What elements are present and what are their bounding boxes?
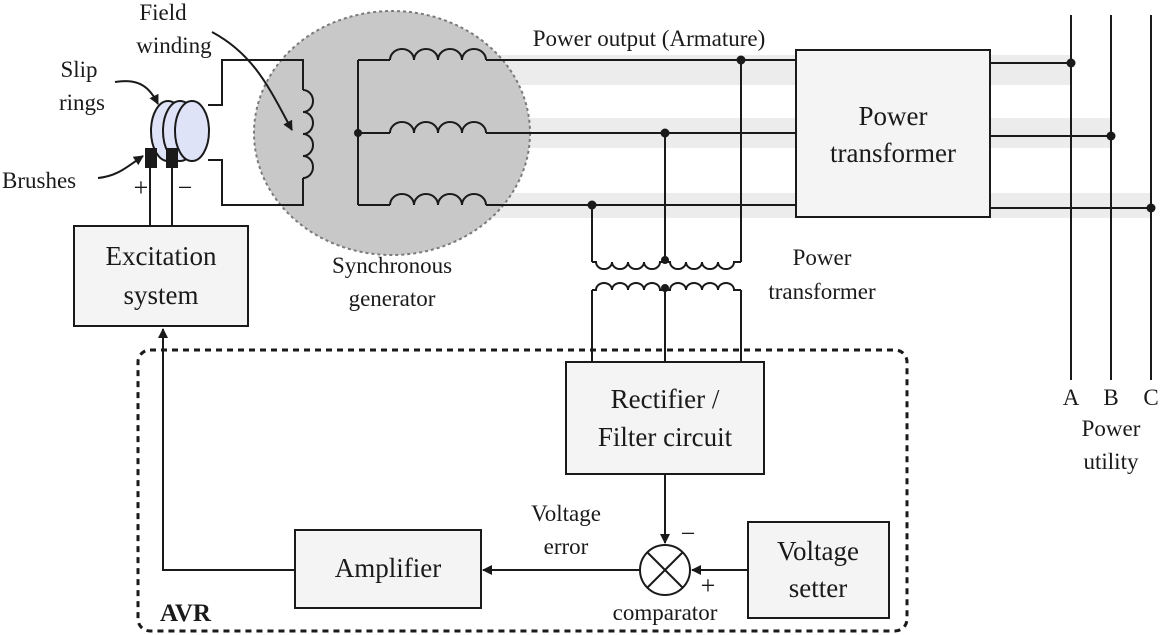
field-winding-coil [302, 89, 314, 179]
amplifier-to-excitation-arrow [158, 328, 295, 571]
voltage-setter-box [747, 521, 890, 619]
phase-b-label: B [1103, 385, 1118, 410]
brushes-label: Brushes [2, 168, 76, 193]
excitation-system-box [73, 225, 249, 327]
slip-rings [150, 100, 210, 162]
phase-c-label: C [1143, 385, 1158, 410]
voltage-setter-label-2: setter [789, 573, 847, 603]
power-utility-label-2: utility [1084, 449, 1139, 474]
amplifier-box [294, 529, 482, 609]
bus-wires-to-utility [990, 15, 1156, 380]
avr-label: AVR [160, 600, 212, 627]
power-transformer-small-label-1: Power [793, 245, 852, 270]
power-transformer-main-label-2: transformer [830, 138, 956, 168]
field-winding-label-2: winding [136, 33, 212, 58]
rectifier-label-1: Rectifier / [611, 384, 720, 414]
transformer-taps [587, 55, 746, 262]
slip-rings-pointer [114, 80, 159, 105]
field-winding-pointer [211, 31, 293, 131]
excitation-label-2: system [123, 280, 198, 310]
voltage-error-label-2: error [544, 534, 589, 559]
field-winding-label-1: Field [139, 0, 187, 25]
field-winding-wires [208, 59, 304, 206]
synchronous-generator-label-1: Synchronous [332, 253, 452, 278]
rectifier-filter-box [565, 361, 765, 475]
brush-minus-label: − [178, 173, 193, 202]
slip-rings-label-1: Slip [60, 57, 97, 82]
power-transformer-main-box [795, 49, 991, 218]
power-output-label: Power output (Armature) [533, 26, 766, 51]
comparator-symbol [639, 544, 691, 596]
rectifier-label-2: Filter circuit [598, 422, 733, 452]
voltage-setter-label-1: Voltage [777, 536, 859, 566]
slip-rings-label-2: rings [59, 90, 105, 115]
brush-plus-label: + [134, 173, 149, 202]
power-transformer-main-label-1: Power [859, 101, 928, 131]
voltage-error-label-1: Voltage [531, 501, 601, 526]
phase-a-label: A [1063, 385, 1080, 410]
brushes-pointer [97, 155, 144, 179]
excitation-leads [149, 168, 173, 226]
comparator-minus-label: − [681, 519, 696, 548]
armature-windings [354, 48, 487, 206]
power-transformer-small [591, 256, 742, 362]
power-utility-label-1: Power [1082, 416, 1141, 441]
power-transformer-small-label-2: transformer [768, 279, 876, 304]
avr-boundary [136, 348, 909, 633]
comparator-plus-label: + [701, 571, 716, 600]
synchronous-generator-label-2: generator [349, 286, 436, 311]
comparator-label: comparator [613, 600, 718, 625]
excitation-label-1: Excitation [106, 241, 217, 271]
amplifier-label: Amplifier [335, 553, 441, 583]
brushes [145, 148, 178, 168]
